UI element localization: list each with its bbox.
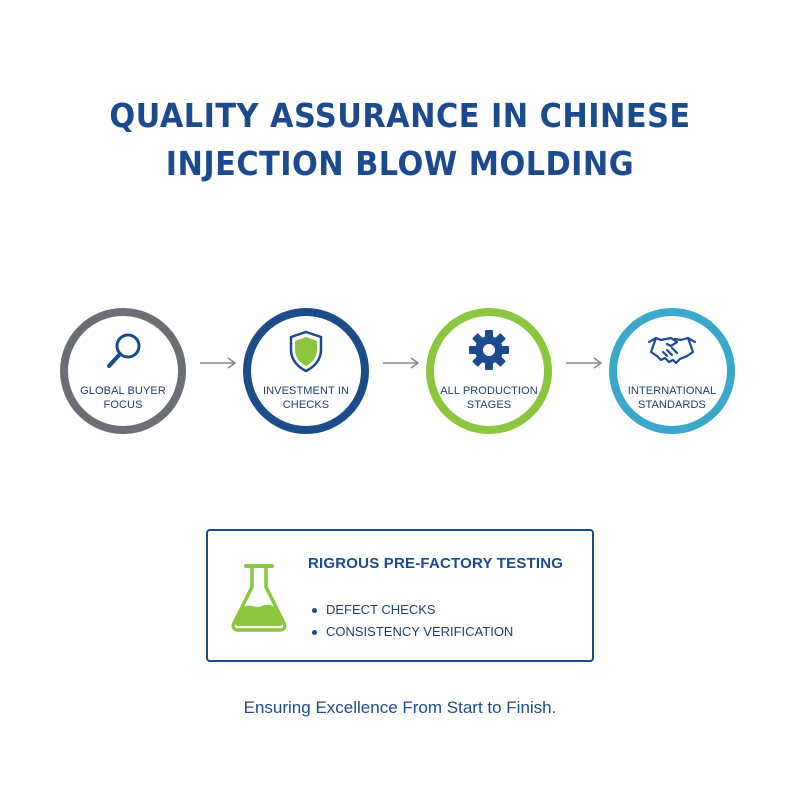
magnifying-glass-icon (98, 328, 148, 374)
testing-title: RIGROUS PRE-FACTORY TESTING (308, 555, 564, 572)
arrow-icon (381, 356, 421, 370)
handshake-icon (647, 328, 697, 374)
step-ring (243, 308, 369, 434)
bullet-icon (312, 608, 317, 613)
shield-icon (281, 328, 331, 374)
testing-panel: RIGROUS PRE-FACTORY TESTING DEFECT CHECK… (206, 529, 594, 662)
step-investment-in-checks: INVESTMENT IN CHECKS (243, 308, 369, 434)
step-ring (426, 308, 552, 434)
step-all-production-stages: ALL PRODUCTION STAGES (426, 308, 552, 434)
step-label: GLOBAL BUYER FOCUS (80, 385, 166, 411)
step-ring (609, 308, 735, 434)
flask-icon (228, 559, 290, 633)
page-title: QUALITY ASSURANCE IN CHINESE INJECTION B… (32, 92, 768, 188)
step-label: ALL PRODUCTION STAGES (440, 385, 538, 411)
step-label: INTERNATIONAL STANDARDS (627, 385, 717, 411)
step-label: INVESTMENT IN CHECKS (262, 385, 350, 411)
gear-icon (464, 328, 514, 374)
list-item: DEFECT CHECKS (308, 599, 513, 621)
step-ring (60, 308, 186, 434)
step-global-buyer-focus: GLOBAL BUYER FOCUS (60, 308, 186, 434)
arrow-icon (198, 356, 238, 370)
list-item: CONSISTENCY VERIFICATION (308, 621, 513, 643)
testing-bullet-list: DEFECT CHECKS CONSISTENCY VERIFICATION (308, 599, 513, 643)
arrow-icon (564, 356, 604, 370)
step-international-standards: INTERNATIONAL STANDARDS (609, 308, 735, 434)
title-line-2: INJECTION BLOW MOLDING (165, 144, 635, 183)
tagline: Ensuring Excellence From Start to Finish… (243, 698, 557, 717)
title-line-1: QUALITY ASSURANCE IN CHINESE (109, 96, 691, 135)
bullet-icon (312, 630, 317, 635)
